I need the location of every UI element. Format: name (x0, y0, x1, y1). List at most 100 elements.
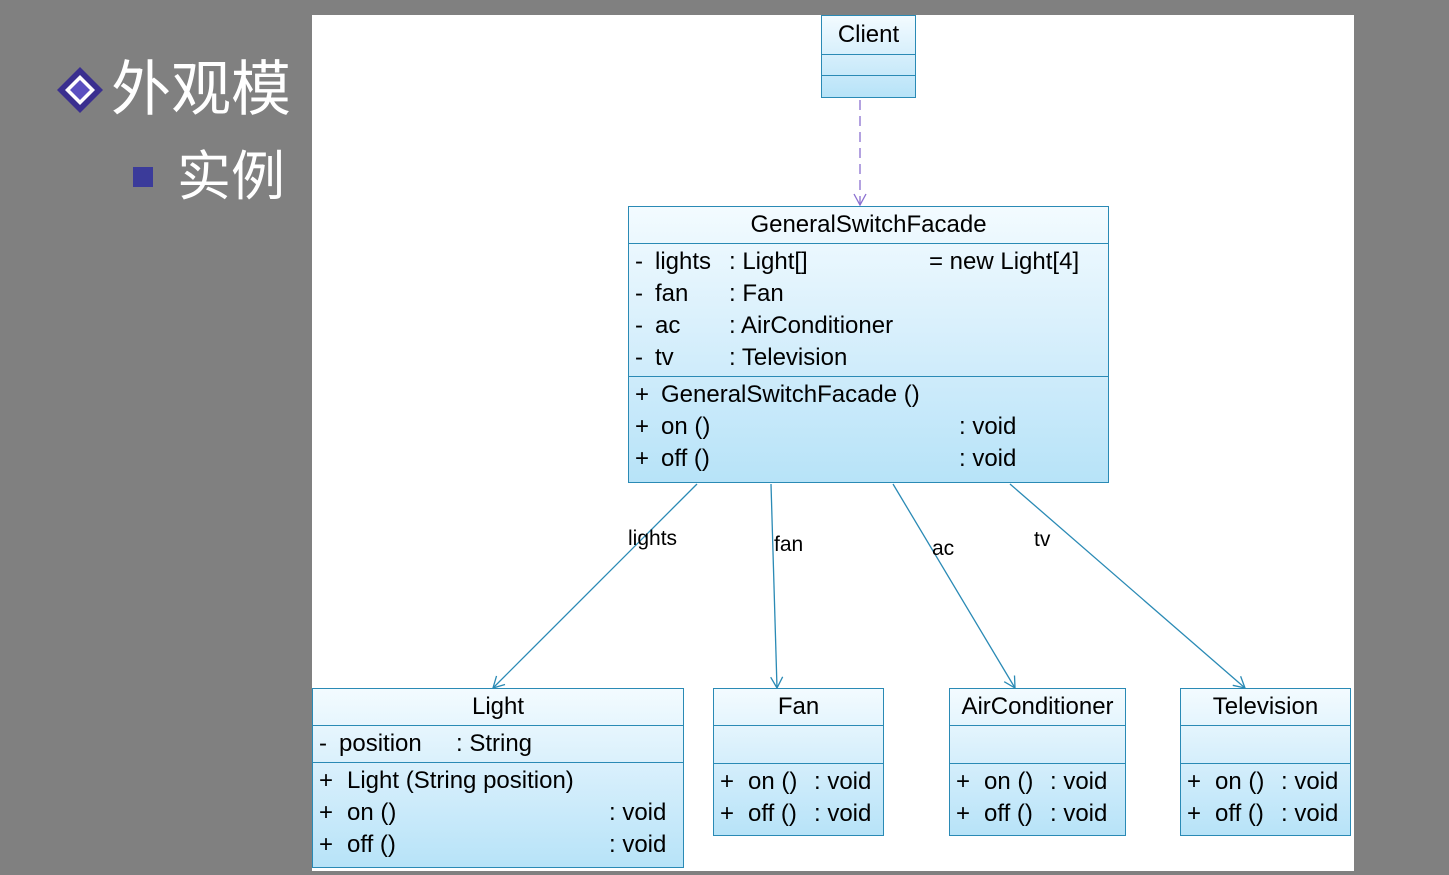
operation-return: : void (1281, 768, 1339, 795)
operation-return: : void (609, 831, 667, 858)
visibility: + (319, 831, 334, 858)
operation-row: + on () : void (720, 766, 877, 798)
operation-row: + on () : void (956, 766, 1119, 798)
slide-title: 外观模 (111, 55, 291, 125)
operation-name: on () (661, 413, 711, 440)
operation-name: off () (984, 800, 1033, 827)
operation-name: on () (748, 768, 798, 795)
attribute-type: : Television (729, 344, 848, 371)
operation-return: : void (959, 413, 1017, 440)
class-airconditioner[interactable]: AirConditioner + on () : void + off () :… (949, 688, 1126, 836)
assoc-label-lights: lights (628, 527, 678, 550)
operation-return: : void (1281, 800, 1339, 827)
visibility: - (635, 344, 643, 371)
attribute-row: - lights : Light[] = new Light[4] (635, 246, 1102, 278)
operation-row: + off () : void (319, 829, 677, 861)
visibility: - (319, 730, 327, 757)
assoc-label-tv: tv (1034, 528, 1051, 551)
attribute-row: - position : String (319, 728, 677, 760)
operation-row: + on () : void (1187, 766, 1344, 798)
attribute-name: lights (655, 248, 712, 275)
operation-row: + on () : void (635, 411, 1102, 443)
attribute-type: : Light[] (729, 248, 808, 275)
operations-section (822, 76, 915, 98)
operation-name: off () (748, 800, 797, 827)
operation-name: off () (1215, 800, 1264, 827)
operation-name: off () (347, 831, 396, 858)
operation-name: on () (984, 768, 1034, 795)
visibility: + (635, 445, 650, 472)
diamond-bullet-icon (55, 65, 105, 115)
visibility: + (1187, 768, 1202, 795)
assoc-label-fan: fan (774, 533, 804, 556)
operation-return: : void (1050, 768, 1108, 795)
attribute-name: tv (655, 344, 674, 371)
slide-subtitle: 实例 (177, 145, 285, 208)
class-name: Light (313, 689, 683, 726)
operation-row: + off () : void (635, 443, 1102, 475)
operation-return: : void (609, 799, 667, 826)
operations-section: + on () : void + off () : void (1181, 764, 1350, 832)
operation-row: + off () : void (720, 798, 877, 830)
class-light[interactable]: Light - position : String + Light (Strin… (312, 688, 684, 868)
operation-return: : void (1050, 800, 1108, 827)
attribute-initial: = new Light[4] (929, 248, 1080, 275)
class-television[interactable]: Television + on () : void + off () : voi… (1180, 688, 1351, 836)
attributes-section: - position : String (313, 726, 683, 763)
operations-section: + on () : void + off () : void (950, 764, 1125, 832)
operation-return: : void (814, 768, 872, 795)
operation-row: + off () : void (956, 798, 1119, 830)
visibility: + (319, 799, 334, 826)
operation-row: + GeneralSwitchFacade () (635, 379, 1102, 411)
square-bullet-icon (133, 167, 153, 187)
operation-return: : void (959, 445, 1017, 472)
visibility: + (956, 800, 971, 827)
visibility: + (319, 767, 334, 794)
visibility: + (720, 768, 735, 795)
operations-section: + GeneralSwitchFacade () + on () : void … (629, 377, 1108, 477)
operation-name: GeneralSwitchFacade () (661, 381, 920, 408)
operation-name: on () (1215, 768, 1265, 795)
operations-section: + Light (String position) + on () : void… (313, 763, 683, 863)
attribute-name: position (339, 730, 422, 757)
slide-heading: 外观模 (55, 60, 291, 120)
visibility: + (635, 381, 650, 408)
attributes-section (714, 726, 883, 764)
assoc-label-ac: ac (932, 537, 955, 560)
slide-subheading: 实例 (133, 150, 285, 204)
operation-row: + off () : void (1187, 798, 1344, 830)
operations-section: + on () : void + off () : void (714, 764, 883, 832)
attribute-type: : String (456, 730, 533, 757)
visibility: + (720, 800, 735, 827)
visibility: - (635, 280, 643, 307)
operation-return: : void (814, 800, 872, 827)
operation-row: + on () : void (319, 797, 677, 829)
operation-name: Light (String position) (347, 767, 574, 794)
class-name: Fan (714, 689, 883, 726)
class-name: GeneralSwitchFacade (629, 207, 1108, 244)
visibility: + (956, 768, 971, 795)
visibility: + (1187, 800, 1202, 827)
attribute-row: - tv : Television (635, 342, 1102, 374)
attributes-section: - lights : Light[] = new Light[4] - fan … (629, 244, 1108, 377)
operation-name: on () (347, 799, 397, 826)
attributes-section (950, 726, 1125, 764)
operation-row: + Light (String position) (319, 765, 677, 797)
class-general-switch-facade[interactable]: GeneralSwitchFacade - lights : Light[] =… (628, 206, 1109, 483)
attributes-section (822, 55, 915, 76)
class-name: Television (1181, 689, 1350, 726)
class-fan[interactable]: Fan + on () : void + off () : void (713, 688, 884, 836)
operation-name: off () (661, 445, 710, 472)
attribute-name: fan (655, 280, 689, 307)
attribute-type: : AirConditioner (729, 312, 894, 339)
attributes-section (1181, 726, 1350, 764)
attribute-row: - fan : Fan (635, 278, 1102, 310)
visibility: + (635, 413, 650, 440)
attribute-name: ac (655, 312, 681, 339)
attribute-type: : Fan (729, 280, 784, 307)
visibility: - (635, 248, 643, 275)
visibility: - (635, 312, 643, 339)
class-name: AirConditioner (950, 689, 1125, 726)
class-client[interactable]: Client (821, 15, 916, 98)
class-name: Client (822, 16, 915, 55)
